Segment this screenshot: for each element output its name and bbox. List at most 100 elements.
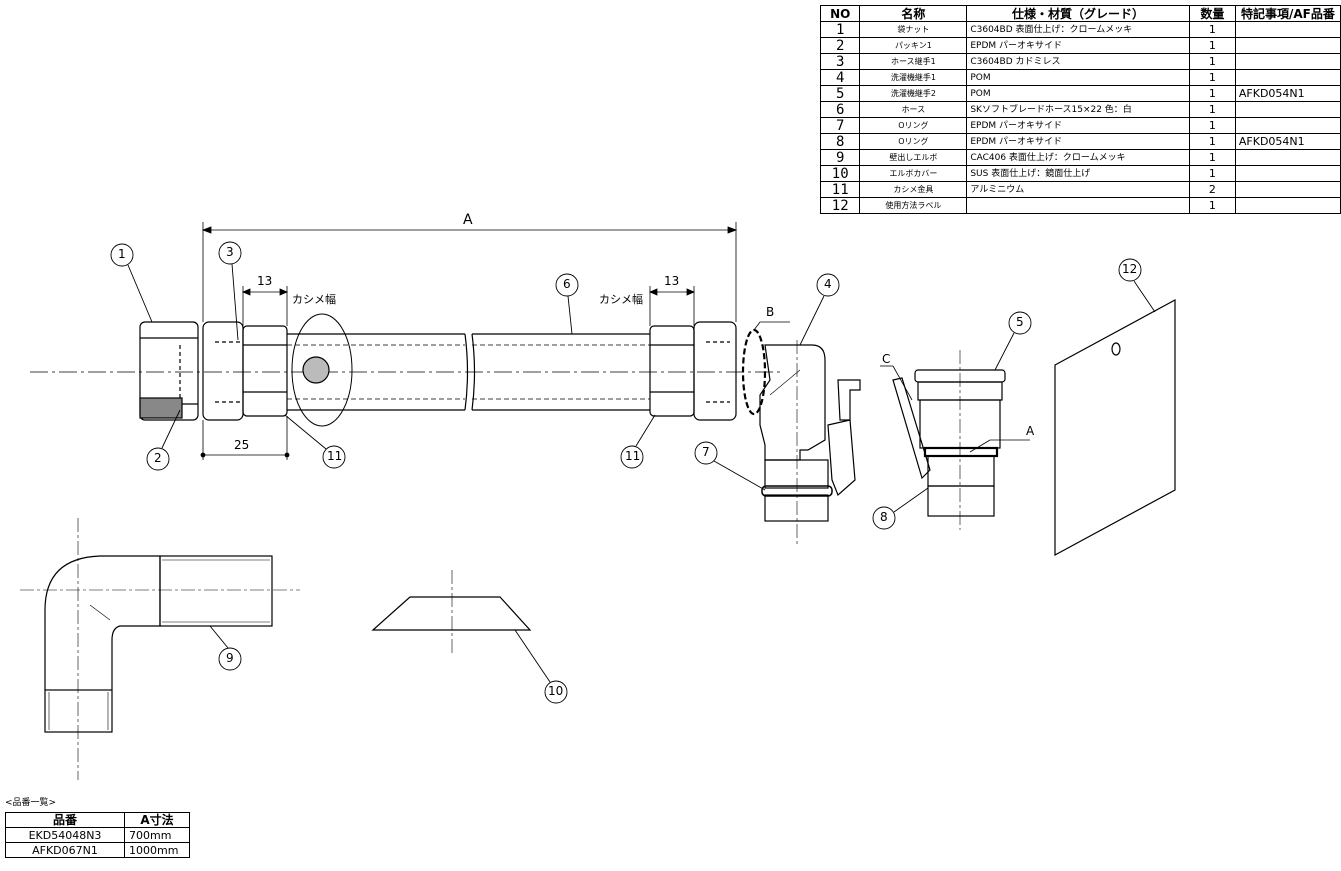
cell-qty: 1 [1188, 165, 1236, 182]
col-name: 名称 [859, 5, 968, 22]
cell-qty: 1 [1188, 69, 1236, 86]
cell-qty: 1 [1188, 197, 1236, 214]
cell-spec: C3604BD 表面仕上げ：クロームメッキ [966, 21, 1190, 38]
balloon-6 [555, 273, 579, 297]
cell-note [1234, 165, 1341, 182]
cell-spec: CAC406 表面仕上げ：クロームメッキ [966, 149, 1190, 166]
balloon-11b [620, 445, 644, 469]
dim-13-left [241, 286, 289, 326]
cell-spec: アルミニウム [966, 181, 1190, 198]
cell-spec: EPDM パーオキサイド [966, 133, 1190, 150]
balloon-2-label: 2 [154, 451, 162, 465]
cell-note [1234, 197, 1341, 214]
cell-note [1234, 181, 1341, 198]
wall-elbow-part [20, 518, 300, 780]
cell-no: 5 [819, 85, 861, 102]
detail-a-label: A [1026, 424, 1035, 438]
col-note: 特記事項/AF品番 [1234, 5, 1341, 22]
section-ellipse [291, 313, 353, 427]
cell-no: 9 [819, 149, 861, 166]
cell-name: 洗濯機継手2 [859, 85, 968, 102]
balloon-3-label: 3 [226, 245, 234, 259]
cell-note [1234, 53, 1341, 70]
cell-qty: 1 [1188, 85, 1236, 102]
hose-fitting-part [202, 321, 288, 421]
hose-part [287, 333, 650, 411]
cell-spec: POM [966, 69, 1190, 86]
dim-13-right-label: 13 [664, 274, 680, 288]
cell-qty: 1 [1188, 21, 1236, 38]
washer-joint-2-part [914, 350, 1006, 530]
cell-no: 8 [819, 133, 861, 150]
col-no: NO [819, 5, 861, 22]
cell-note [1234, 37, 1341, 54]
cell-qty: 1 [1188, 101, 1236, 118]
balloon-10-label: 10 [548, 684, 564, 698]
dim-13-left-label: 13 [257, 274, 273, 288]
cell-name: 壁出しエルボ [859, 149, 968, 166]
cell-no: 3 [819, 53, 861, 70]
col-spec: 仕様・材質（グレード） [966, 5, 1190, 22]
cell-name: Oリング [859, 117, 968, 134]
cell-no: 12 [819, 197, 861, 214]
cell-name: カシメ金具 [859, 181, 968, 198]
nut-part [139, 321, 199, 421]
dim-a-label: A [463, 212, 473, 228]
cell-note [1234, 21, 1341, 38]
detail-c-label: C [882, 352, 891, 366]
balloon-11a [322, 445, 346, 469]
cell-spec [966, 197, 1190, 214]
cell-note [1234, 149, 1341, 166]
cell-name: 洗濯機継手1 [859, 69, 968, 86]
cell-note [1234, 101, 1341, 118]
washer-joint-1-part [759, 340, 861, 545]
hose-section [302, 356, 330, 384]
balloon-9-label: 9 [226, 651, 234, 665]
cell-no: 11 [819, 181, 861, 198]
cell-no: 1 [819, 21, 861, 38]
detail-b-label: B [766, 305, 775, 319]
cell-no: 6 [819, 101, 861, 118]
cell-qty: 1 [1188, 117, 1236, 134]
kashime-right-label: カシメ幅 [599, 293, 643, 306]
balloon-6-label: 6 [563, 277, 571, 291]
balloon-8 [872, 506, 896, 530]
clip-part [880, 365, 931, 480]
col-a-dim: A寸法 [124, 812, 190, 828]
balloon-10 [544, 680, 568, 704]
cell-note: AFKD054N1 [1234, 133, 1341, 150]
balloons [110, 241, 1156, 704]
cell-spec: SUS 表面仕上げ：鏡面仕上げ [966, 165, 1190, 182]
balloon-5-label: 5 [1016, 315, 1024, 329]
balloon-12-label: 12 [1122, 262, 1138, 276]
cell-model: AFKD067N1 [5, 842, 125, 858]
cell-name: エルボカバー [859, 165, 968, 182]
balloon-5 [1008, 311, 1032, 335]
cell-spec: SKソフトブレードホース15×22 色：白 [966, 101, 1190, 118]
cell-model: EKD54048N3 [5, 827, 125, 843]
balloon-3 [218, 241, 242, 265]
cell-a_dim: 1000mm [124, 842, 190, 858]
cell-name: ホース [859, 101, 968, 118]
dim-25-label: 25 [234, 438, 250, 452]
dim-25 [200, 416, 290, 460]
dim-13-right [648, 286, 696, 326]
cell-name: Oリング [859, 133, 968, 150]
model-list-title: <品番一覧> [5, 798, 57, 808]
balloon-1-label: 1 [118, 247, 126, 261]
balloon-7-label: 7 [702, 445, 710, 459]
cell-spec: EPDM パーオキサイド [966, 37, 1190, 54]
cell-qty: 1 [1188, 133, 1236, 150]
